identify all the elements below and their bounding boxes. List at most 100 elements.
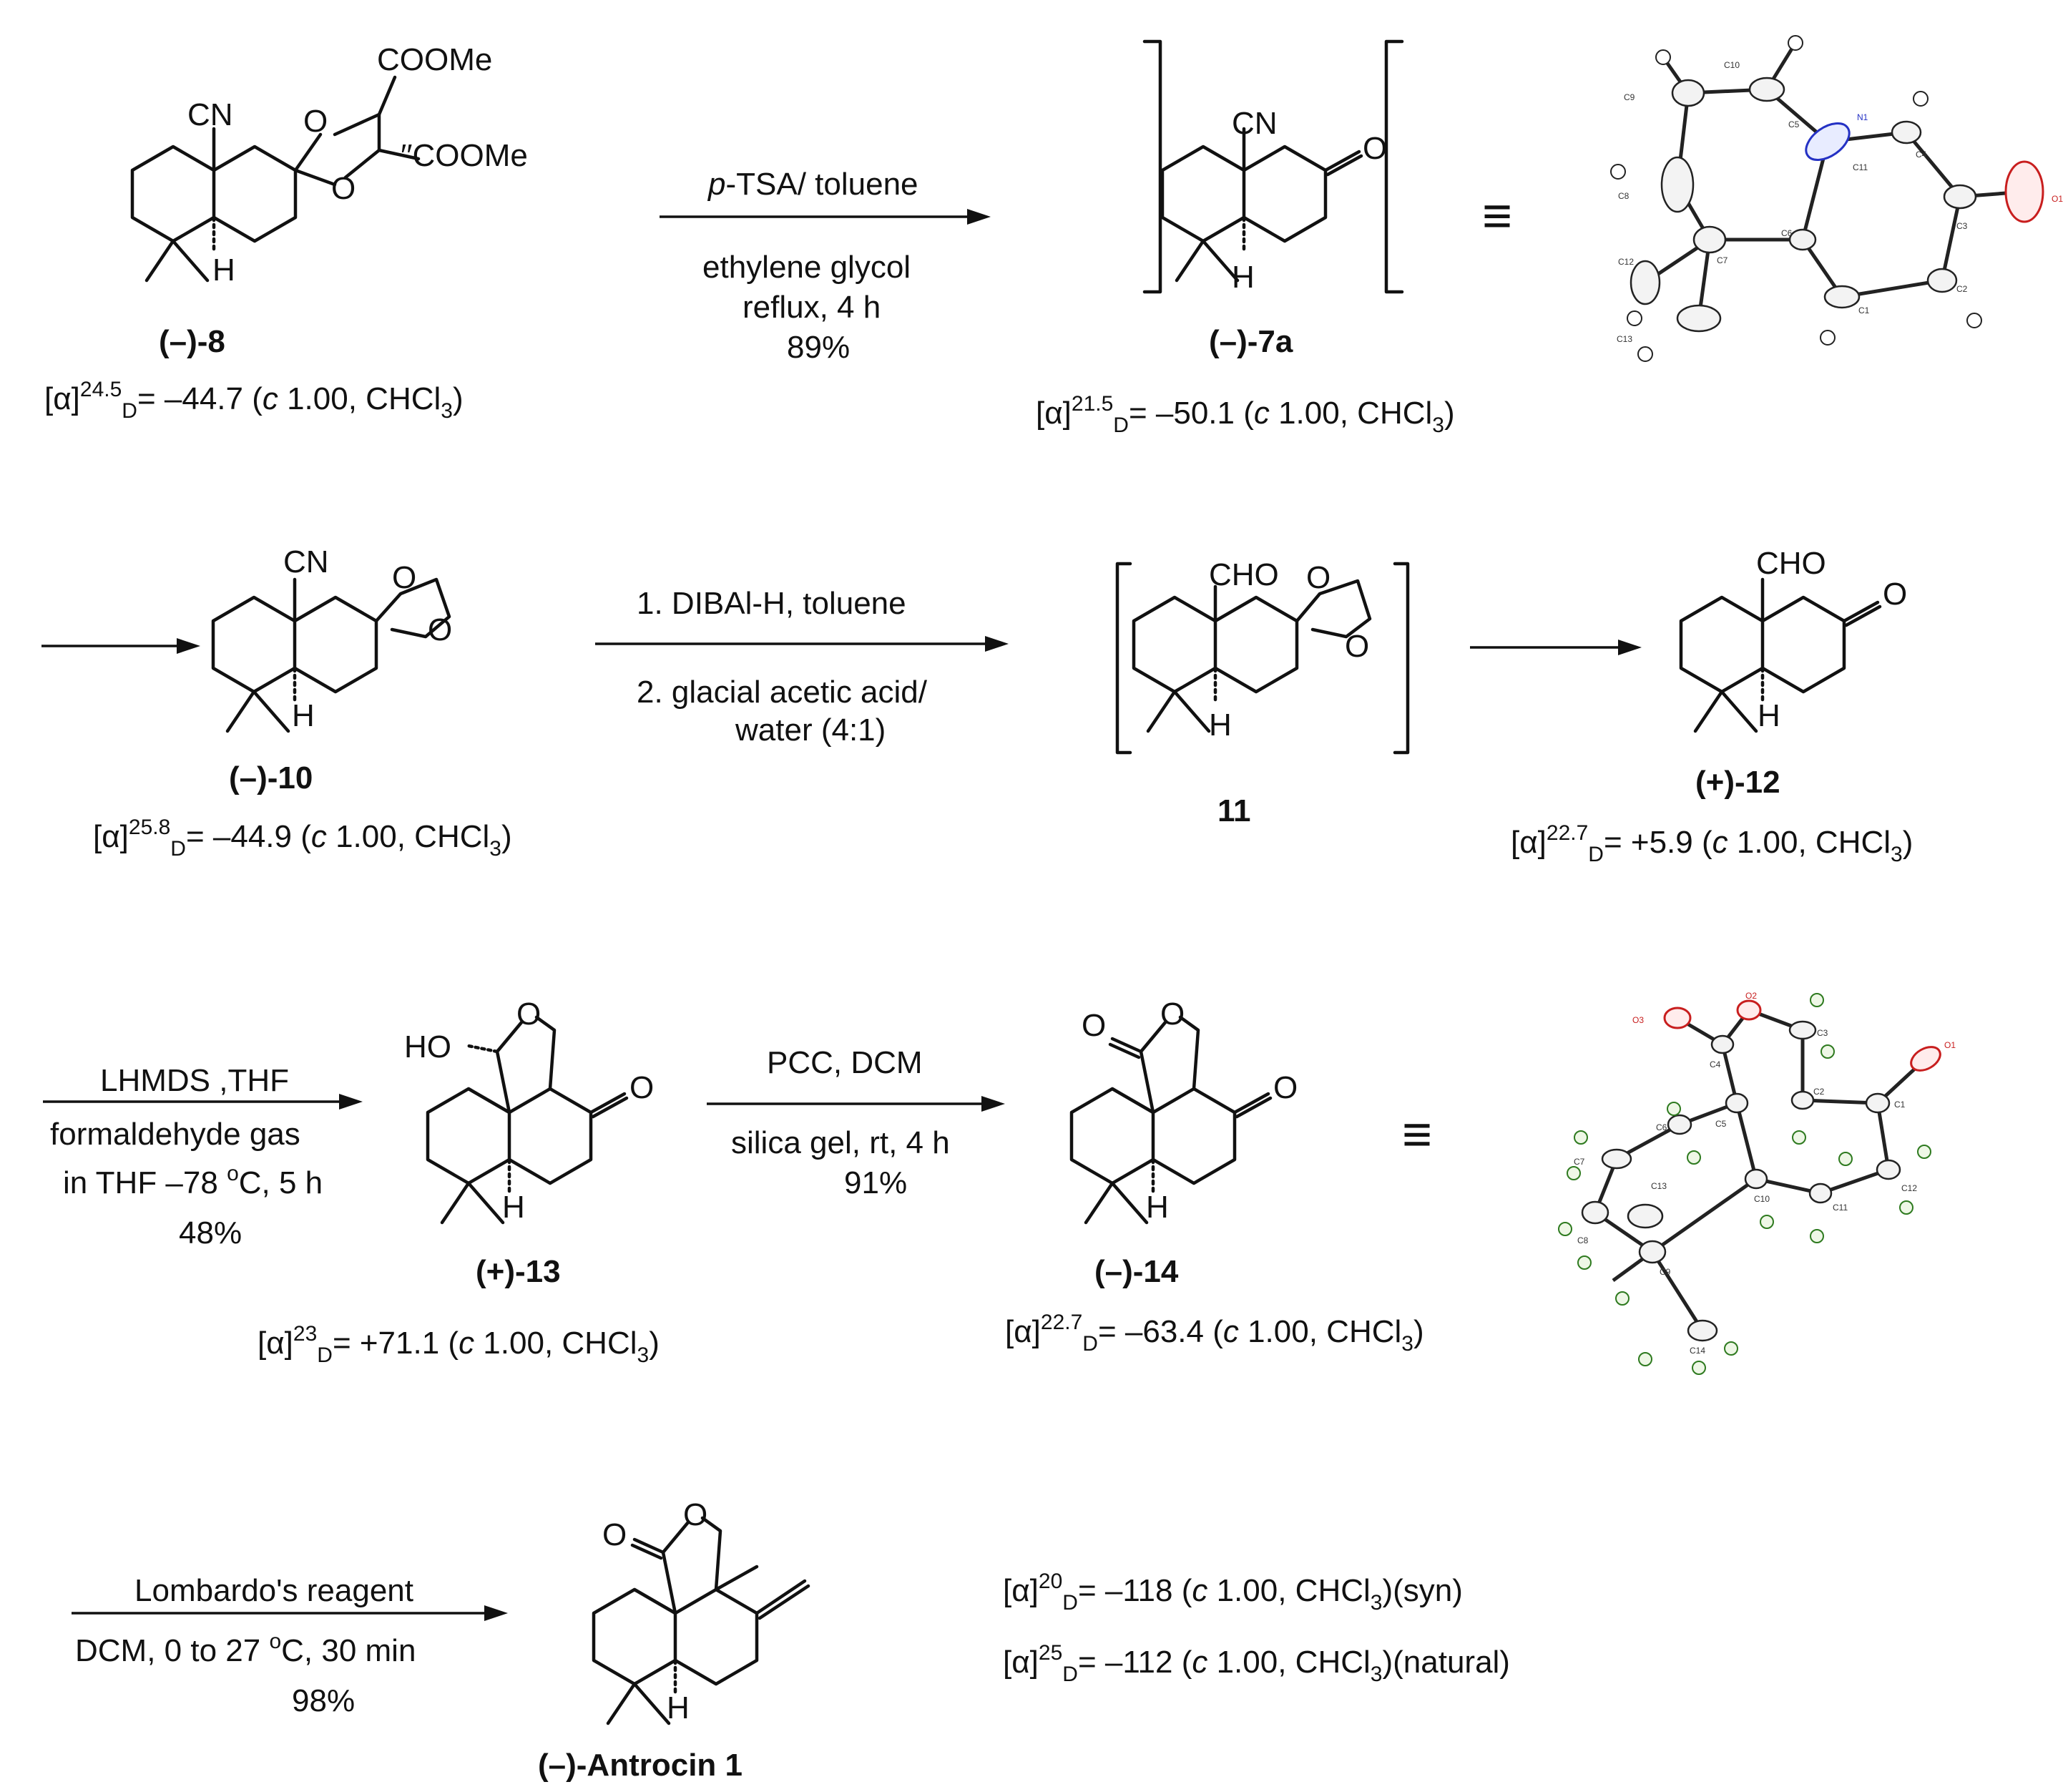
compound-label-8: (–)-8 [159,324,225,359]
reagent-text: p-TSA/ toluene [707,167,918,202]
atom-o: O [303,104,328,139]
reaction-arrow-step6 [707,1096,1005,1112]
reagent-text: LHMDS ,THF [100,1063,289,1098]
atom-label: N1 [1857,112,1868,122]
condition-text: 2. glacial acetic acid/ [637,675,928,710]
condition-text: DCM, 0 to 27 oC, 30 min [75,1630,416,1668]
reaction-arrow-step7 [72,1605,508,1621]
structure-12: CHO O H [1679,546,1907,733]
atom-o: O [1363,131,1387,166]
atom-h: H [1232,260,1255,295]
rotation-antrocin-syn: [α]20D= –118 (c 1.00, CHCl3)(syn) [1003,1570,1463,1615]
rotation-14: [α]22.7D= –63.4 (c 1.00, CHCl3) [1005,1311,1424,1356]
atom-label: C4 [1710,1059,1721,1069]
atom-o: O [629,1070,654,1105]
atom-label: C2 [1956,284,1968,294]
structure-10: CN O O H [211,544,452,733]
group-cn: CN [1232,106,1278,141]
atom-label: O3 [1632,1015,1644,1025]
reagent-text: Lombardo's reagent [134,1573,413,1608]
compound-label-14: (–)-14 [1094,1254,1179,1289]
compound-label-11: 11 [1217,793,1251,828]
compound-label-antrocin: (–)-Antrocin 1 [538,1748,743,1783]
atom-o: O [1883,577,1907,612]
rotation-13: [α]23D= +71.1 (c 1.00, CHCl3) [258,1322,660,1367]
group-cn: CN [283,544,329,579]
condition-text: ethylene glycol [702,250,911,285]
rotation-7a: [α]21.5D= –50.1 (c 1.00, CHCl3) [1036,392,1455,437]
atom-label: C5 [1788,119,1800,129]
atom-o: O [1345,629,1369,664]
compound-label-7a: (–)-7a [1209,324,1293,359]
atom-label: C9 [1624,92,1635,102]
reagent-text: PCC, DCM [767,1045,923,1080]
atom-label: C7 [1717,255,1728,265]
atom-o: O [331,171,356,206]
atom-h: H [1758,698,1780,733]
atom-o: O [683,1497,707,1532]
reaction-arrow-step2 [41,638,200,654]
atom-h: H [1146,1190,1169,1225]
atom-label: C10 [1724,60,1740,70]
reaction-arrow-step4 [1470,640,1642,655]
atom-label: C12 [1901,1183,1917,1193]
atom-label: C8 [1577,1235,1589,1245]
reaction-arrow-step1 [660,209,991,225]
yield-text: 89% [787,330,850,365]
condition-text: reflux, 4 h [743,290,881,325]
atom-o: O [516,997,541,1032]
atom-label: C2 [1813,1087,1825,1097]
atom-label: C14 [1690,1346,1705,1356]
atom-label: C12 [1618,257,1634,267]
atom-o: O [1273,1070,1298,1105]
reaction-arrow-step5 [43,1094,363,1110]
structure-14: O O O H [1069,997,1298,1225]
structure-13: HO O O H [404,997,654,1225]
equivalence-symbol: ≡ [1402,1106,1432,1163]
structure-antrocin: O O H [592,1497,810,1725]
structure-7a: CN O H [1142,39,1404,295]
compound-label-10: (–)-10 [229,760,313,795]
atom-label: C4 [1916,150,1927,160]
compound-label-12: (+)-12 [1695,765,1780,800]
xray-structure-7a: N1 C5 C11 C4 C3 O1 C2 C1 C6 C7 C8 C9 C10… [1610,35,2063,362]
atom-label: C6 [1656,1122,1667,1132]
atom-h: H [212,253,235,288]
atom-o: O [1306,560,1331,595]
atom-o: O [1082,1008,1106,1043]
atom-label: C7 [1574,1157,1585,1167]
atom-label: C1 [1894,1100,1906,1110]
atom-h: H [292,698,315,733]
atom-h: H [667,1690,690,1725]
group-cn: CN [187,97,233,132]
rotation-10: [α]25.8D= –44.9 (c 1.00, CHCl3) [93,816,512,861]
atom-label: O1 [2052,194,2063,204]
group-cho: CHO [1209,557,1279,592]
atom-o: O [1160,997,1185,1032]
atom-label: C1 [1858,305,1870,315]
reaction-arrow-step3 [595,636,1009,652]
group-cho: CHO [1756,546,1826,581]
structure-11: CHO O O H [1115,557,1410,755]
atom-label: C3 [1956,221,1968,231]
condition-text: formaldehyde gas [50,1117,300,1152]
condition-text: in THF –78 oC, 5 h [63,1162,323,1200]
condition-text: silica gel, rt, 4 h [731,1125,950,1160]
atom-label: C10 [1754,1194,1770,1204]
equivalence-symbol: ≡ [1482,187,1512,245]
atom-h: H [1209,708,1232,743]
atom-o: O [428,612,452,647]
group-ester: ′′COOMe [401,138,528,173]
xray-structure-14: O2 O3 O1 C3 C4 C2 C1 C5 C6 C12 C11 C10 C… [1558,991,1956,1375]
atom-o: O [392,560,416,595]
atom-label: C13 [1617,334,1632,344]
rotation-12: [α]22.7D= +5.9 (c 1.00, CHCl3) [1511,821,1913,866]
reagent-text: 1. DIBAl-H, toluene [637,586,906,621]
atom-label: C5 [1715,1119,1727,1129]
condition-text: water (4:1) [735,713,886,748]
yield-text: 91% [844,1165,907,1200]
atom-label: C3 [1817,1028,1828,1038]
atom-label: C8 [1618,191,1630,201]
atom-label: O1 [1944,1040,1956,1050]
